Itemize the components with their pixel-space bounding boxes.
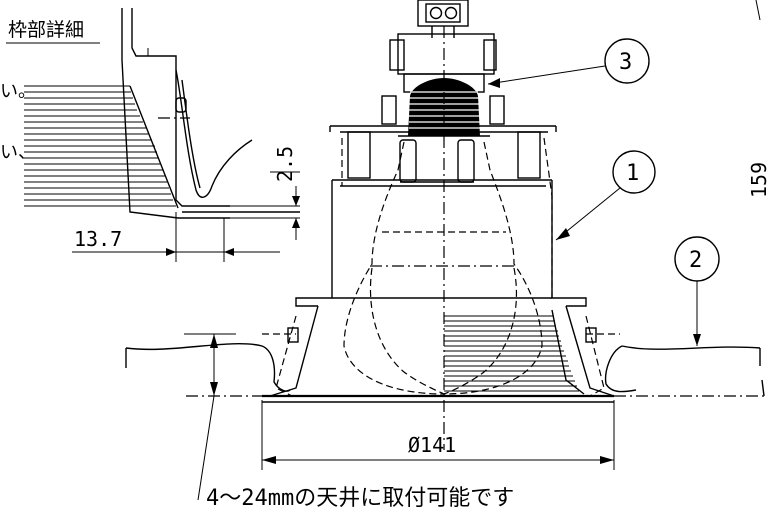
dim-height: 159 [747,0,768,198]
callout-1: 1 [555,150,656,241]
ceiling-hatch [24,85,179,209]
dim-frame-width-label: 13.7 [74,227,122,251]
callout-3-number: 3 [619,50,632,75]
ceiling-board [125,343,768,403]
dim-diameter-label: Ø141 [408,433,456,457]
dim-frame-depth-label: 2.5 [273,146,297,182]
callout-1-number: 1 [626,161,639,186]
reflector-outline [262,137,620,397]
reflector-hatch [444,309,585,395]
dim-diameter: Ø141 [261,400,615,470]
dim-frame-width: 13.7 [72,212,280,262]
downlight-fixture [125,0,768,450]
dim-frame-depth: 2.5 [230,146,300,240]
dim-height-label: 159 [747,162,768,198]
left-note-fragment-2: い、 [0,142,36,163]
dim-ceiling-thickness [184,333,236,501]
frame-detail: 枠部詳細 い。 い、 [0,8,300,262]
callout-2-number: 2 [689,248,702,273]
detail-title: 枠部詳細 [8,19,84,41]
frame-section [121,8,300,219]
callout-3: 3 [487,38,650,88]
ceiling-note: 4～24mmの天井に取付可能です [206,486,514,511]
left-note-fragment-1: い。 [0,81,36,102]
lamp-socket [381,78,505,136]
callout-2: 2 [674,236,720,346]
